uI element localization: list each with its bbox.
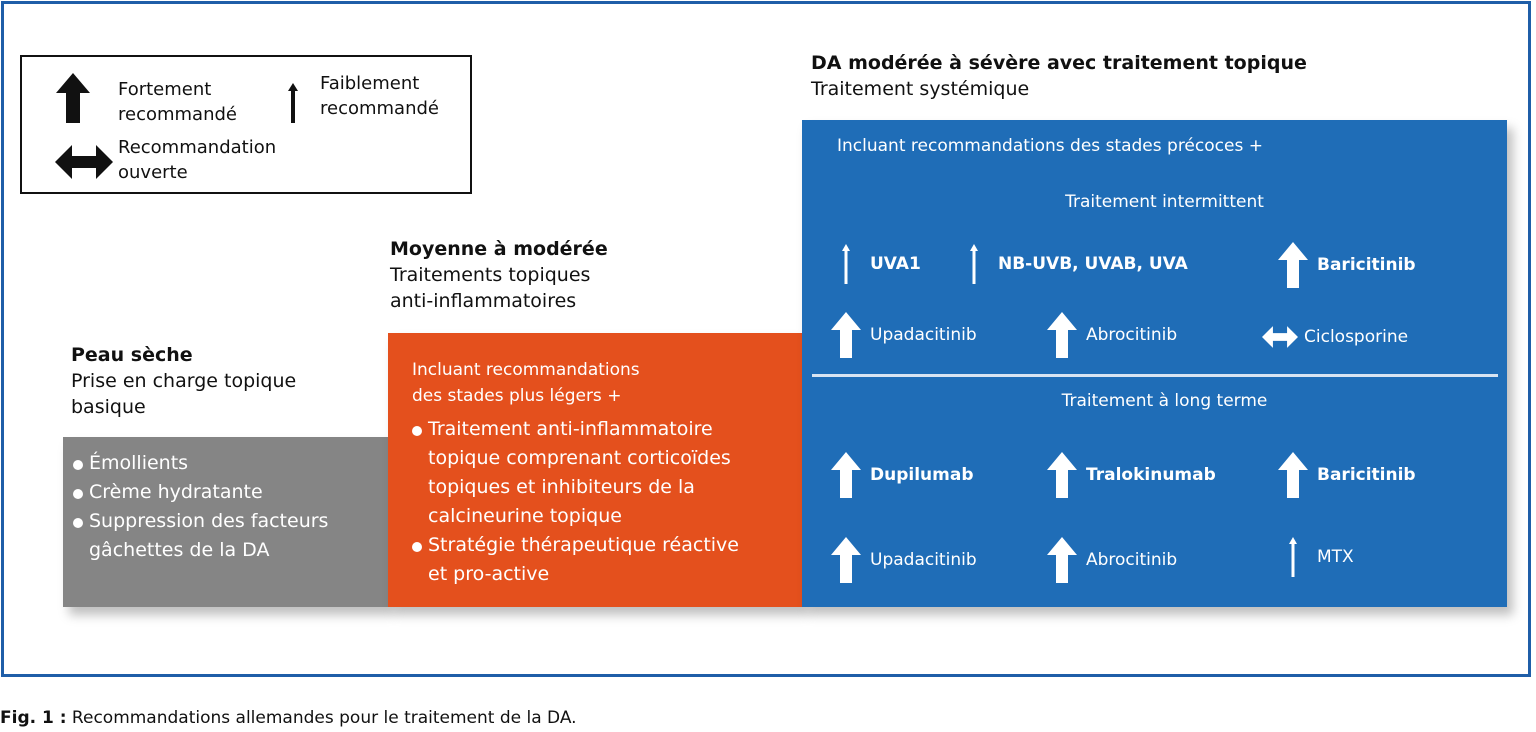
drug-item: Abrocitinib <box>1044 537 1177 583</box>
weak-up-arrow-icon <box>828 244 864 284</box>
drug-name: MTX <box>1317 547 1354 567</box>
drug-name: Tralokinumab <box>1086 465 1216 485</box>
caption-label: Fig. 1 : <box>0 708 67 728</box>
long-term-heading: Traitement à long terme <box>1061 391 1268 411</box>
dry-skin-heading: Peau sèche Prise en charge topique basiq… <box>71 344 297 418</box>
drug-name: Upadacitinib <box>870 550 977 570</box>
weak-up-arrow-icon <box>1275 537 1311 577</box>
drug-item: NB-UVB, UVAB, UVA <box>956 244 1188 284</box>
strong-up-arrow-icon <box>1275 242 1311 288</box>
strong-up-arrow-icon <box>828 537 864 583</box>
strong-up-arrow-icon <box>828 312 864 358</box>
drug-item: UVA1 <box>828 244 921 284</box>
open-double-arrow-icon <box>1262 320 1298 354</box>
drug-name: Dupilumab <box>870 465 974 485</box>
drug-item: Baricitinib <box>1275 452 1416 498</box>
drug-name: Abrocitinib <box>1086 325 1178 345</box>
drug-item: Dupilumab <box>828 452 974 498</box>
weak-up-arrow-icon <box>956 244 992 284</box>
caption-text: Recommandations allemandes pour le trait… <box>66 708 577 728</box>
drug-name: Baricitinib <box>1317 465 1416 485</box>
drug-name: Abrocitinib <box>1086 550 1178 570</box>
strong-up-arrow-icon <box>1044 312 1080 358</box>
drug-item: MTX <box>1275 537 1354 577</box>
drug-item: Ciclosporine <box>1262 320 1408 354</box>
section-divider <box>812 374 1498 377</box>
strong-arrow-icon <box>56 73 90 123</box>
dry-skin-list: Émollients Crème hydratante Suppression … <box>71 449 381 565</box>
list-item: Traitement anti-inflammatoire topique co… <box>410 415 800 531</box>
list-item: Émollients <box>71 449 381 478</box>
open-arrow-icon <box>55 145 113 179</box>
mild-moderate-intro: Incluant recommandations des stades plus… <box>412 360 640 406</box>
intermittent-heading: Traitement intermittent <box>1065 192 1264 212</box>
drug-name: Upadacitinib <box>870 325 977 345</box>
moderate-severe-box <box>802 120 1507 607</box>
strong-up-arrow-icon <box>828 452 864 498</box>
drug-name: Baricitinib <box>1317 255 1416 275</box>
drug-name: NB-UVB, UVAB, UVA <box>998 254 1188 274</box>
mild-moderate-list: Traitement anti-inflammatoire topique co… <box>410 415 800 589</box>
drug-item: Upadacitinib <box>828 312 977 358</box>
moderate-severe-intro: Incluant recommandations des stades préc… <box>837 136 1263 156</box>
drug-item: Upadacitinib <box>828 537 977 583</box>
strong-up-arrow-icon <box>1044 537 1080 583</box>
figure-frame <box>1 1 1531 677</box>
figure-caption: Fig. 1 : Recommandations allemandes pour… <box>0 708 577 728</box>
list-item-continuation: gâchettes de la DA <box>89 539 270 561</box>
drug-item: Tralokinumab <box>1044 452 1216 498</box>
drug-name: UVA1 <box>870 254 921 274</box>
list-item: Stratégie thérapeutique réactive et pro-… <box>410 531 800 589</box>
mild-moderate-box: Incluant recommandations des stades plus… <box>388 333 802 607</box>
strong-up-arrow-icon <box>1275 452 1311 498</box>
mild-moderate-heading: Moyenne à modérée Traitements topiques a… <box>390 238 608 312</box>
strong-up-arrow-icon <box>1044 452 1080 498</box>
list-item: Crème hydratante <box>71 478 381 507</box>
weak-arrow-icon <box>288 83 298 123</box>
drug-name: Ciclosporine <box>1304 327 1409 347</box>
list-item: Suppression des facteurs <box>71 507 381 536</box>
drug-item: Baricitinib <box>1275 242 1416 288</box>
dry-skin-box: Émollients Crème hydratante Suppression … <box>63 437 388 607</box>
moderate-severe-heading: DA modérée à sévère avec traitement topi… <box>811 52 1307 100</box>
drug-item: Abrocitinib <box>1044 312 1177 358</box>
